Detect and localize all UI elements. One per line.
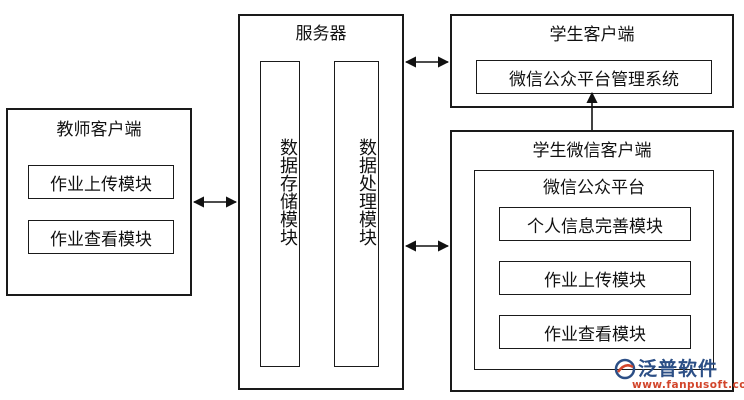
- teacher-client-title: 教师客户端: [56, 120, 142, 140]
- student-upload-module-label: 作业上传模块: [544, 270, 646, 291]
- processing-module-label: 数据处理模块: [356, 138, 377, 246]
- profile-module-label: 个人信息完善模块: [527, 216, 663, 237]
- teacher-client-box: 教师客户端 作业上传模块 作业查看模块: [6, 108, 192, 296]
- student-client-title: 学生客户端: [549, 25, 635, 45]
- wechat-platform-title: 微信公众平台: [543, 178, 645, 198]
- teacher-upload-module-label: 作业上传模块: [50, 174, 152, 195]
- student-view-module: 作业查看模块: [499, 315, 691, 349]
- watermark-brand: 泛普软件: [638, 358, 719, 380]
- wechat-platform-box: 微信公众平台 个人信息完善模块 作业上传模块 作业查看模块: [474, 170, 714, 370]
- student-wechat-client-title: 学生微信客户端: [532, 141, 652, 161]
- server-title: 服务器: [295, 24, 347, 44]
- student-upload-module: 作业上传模块: [499, 261, 691, 295]
- fanpu-logo-icon: [614, 358, 636, 380]
- student-wechat-client-box: 学生微信客户端 微信公众平台 个人信息完善模块 作业上传模块 作业查看模块: [450, 130, 734, 392]
- storage-module-label: 数据存储模块: [277, 138, 298, 246]
- server-box: 服务器 数据存储模块 数据处理模块: [238, 14, 404, 390]
- watermark-url: www.fanpusoft.com: [632, 379, 744, 391]
- storage-module: 数据存储模块: [260, 61, 300, 367]
- processing-module: 数据处理模块: [334, 61, 379, 367]
- wechat-admin-system-label: 微信公众平台管理系统: [509, 69, 679, 90]
- teacher-view-module-label: 作业查看模块: [50, 229, 152, 250]
- watermark: 泛普软件 www.fanpusoft.com: [610, 352, 744, 396]
- profile-module: 个人信息完善模块: [499, 207, 691, 241]
- teacher-view-module: 作业查看模块: [28, 220, 174, 254]
- wechat-admin-system: 微信公众平台管理系统: [476, 60, 712, 94]
- student-view-module-label: 作业查看模块: [544, 324, 646, 345]
- teacher-upload-module: 作业上传模块: [28, 165, 174, 199]
